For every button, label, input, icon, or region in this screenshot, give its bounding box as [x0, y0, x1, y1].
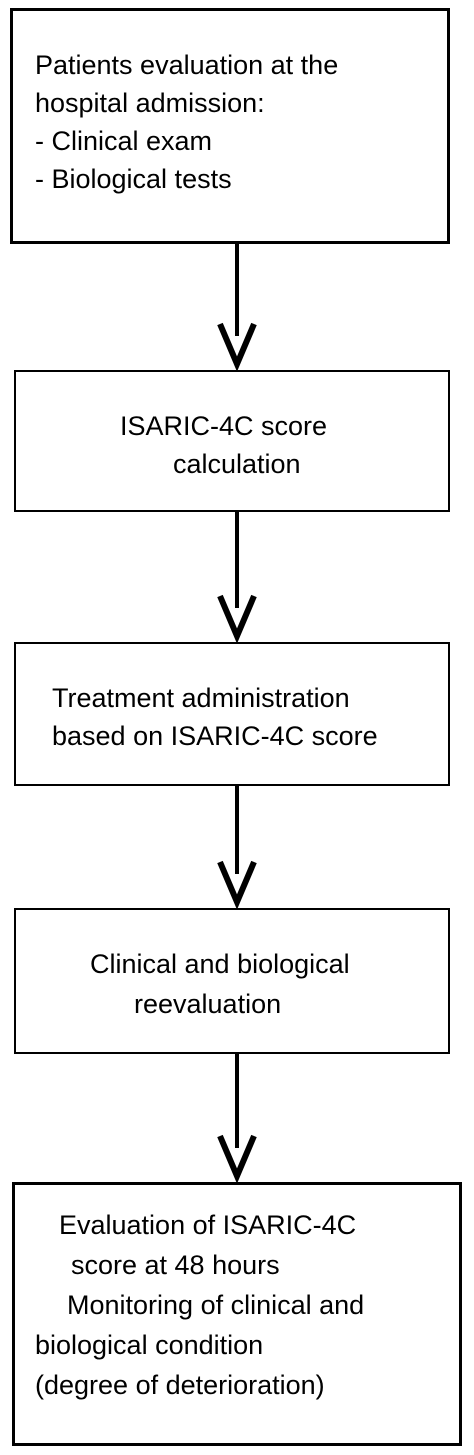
step-3-line-1: Treatment administration: [52, 683, 350, 713]
step-5-line-1: Evaluation of ISARIC-4C: [59, 1210, 357, 1240]
step-4-line-1: Clinical and biological: [90, 949, 350, 979]
step-1-line-2: hospital admission:: [35, 88, 265, 118]
flow-arrow-1: [216, 244, 258, 370]
step-box-treatment-administration: Treatment administration based on ISARIC…: [14, 642, 450, 786]
step-5-line-4: biological condition: [35, 1330, 264, 1360]
step-box-48h-evaluation: Evaluation of ISARIC-4C score at 48 hour…: [12, 1182, 462, 1446]
step-3-line-2: based on ISARIC-4C score: [52, 721, 378, 751]
step-box-reevaluation: Clinical and biological reevaluation: [14, 908, 450, 1054]
step-2-line-1: ISARIC-4C score: [120, 411, 328, 441]
step-1-line-3: - Clinical exam: [35, 126, 213, 156]
step-box-admission-evaluation: Patients evaluation at the hospital admi…: [10, 8, 450, 244]
step-5-line-3: Monitoring of clinical and: [67, 1290, 365, 1320]
step-5-line-2: score at 48 hours: [71, 1250, 280, 1280]
flow-arrow-2: [216, 512, 258, 642]
step-4-line-2: reevaluation: [134, 989, 282, 1019]
flow-arrow-3: [216, 786, 258, 908]
step-1-line-4: - Biological tests: [35, 164, 232, 194]
step-2-line-2: calculation: [173, 449, 301, 479]
flow-arrow-4: [216, 1054, 258, 1182]
step-box-score-calculation: ISARIC-4C score calculation: [14, 370, 450, 512]
step-5-line-5: (degree of deterioration): [35, 1370, 325, 1400]
step-1-line-1: Patients evaluation at the: [35, 50, 339, 80]
